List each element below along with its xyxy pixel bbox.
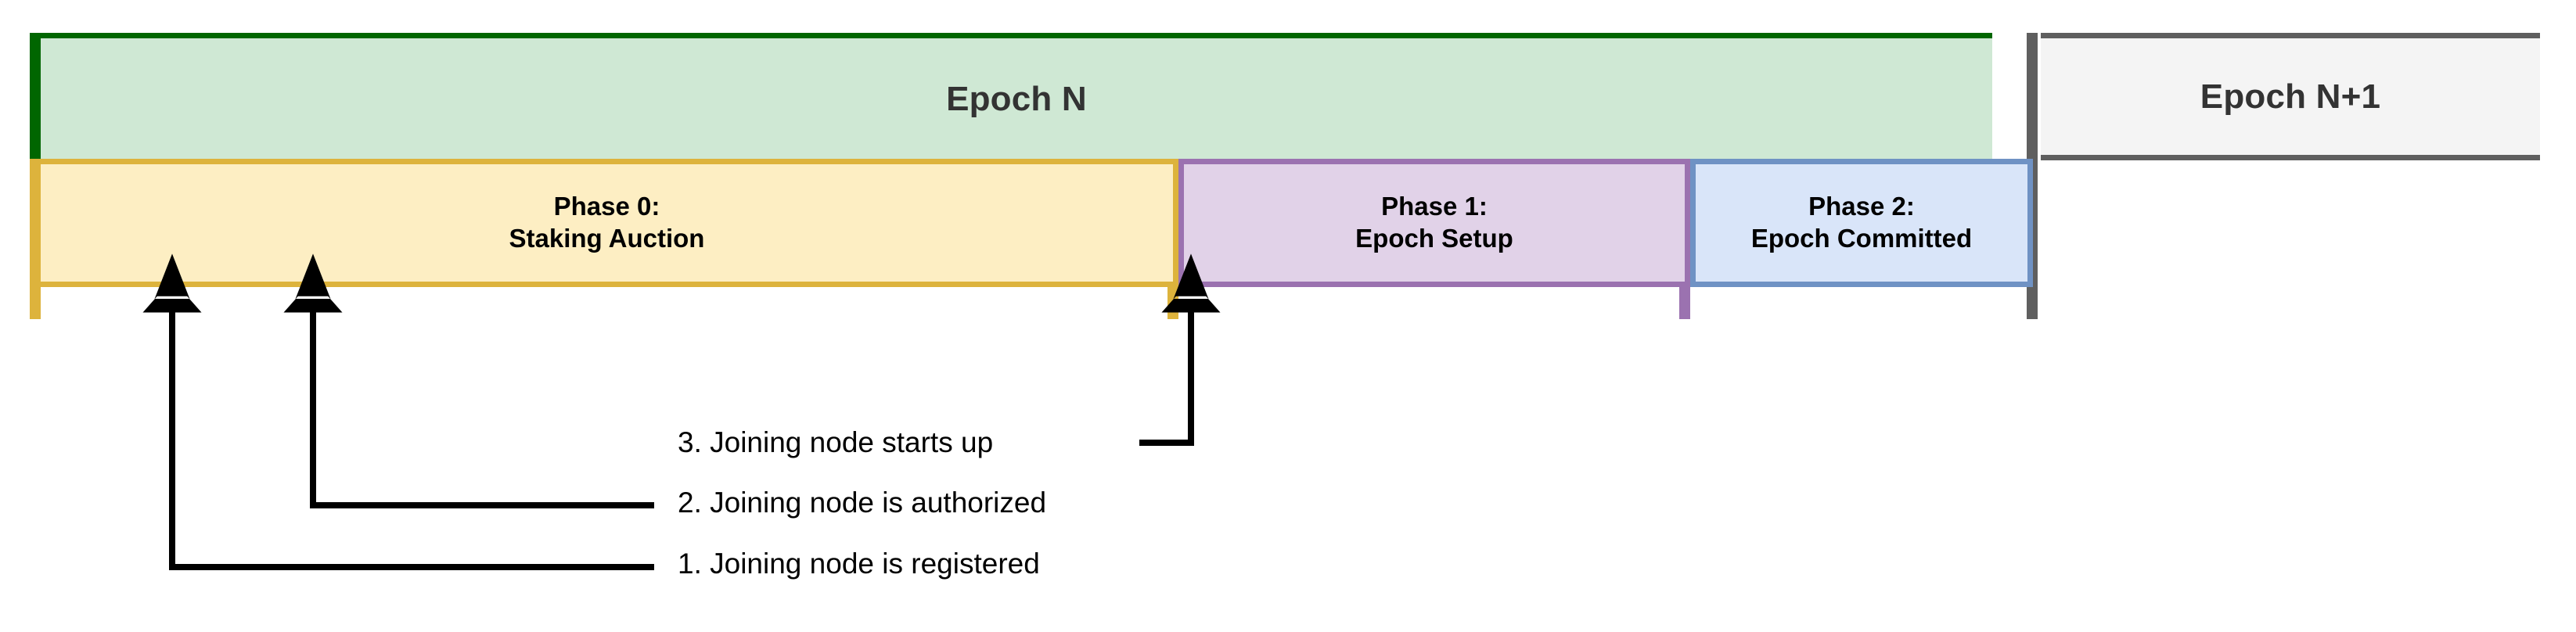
callout-3-connector bbox=[1139, 253, 1221, 446]
callout-2-label: 2. Joining node is authorized bbox=[678, 487, 1047, 519]
epoch-n-plus-1-label: Epoch N+1 bbox=[2200, 77, 2381, 116]
phase-0-title: Phase 0: bbox=[553, 192, 660, 221]
phase-1-title: Phase 1: bbox=[1381, 192, 1488, 221]
phase-2-box: Phase 2: Epoch Committed bbox=[1690, 159, 2033, 287]
phase-1-subtitle: Epoch Setup bbox=[1355, 224, 1513, 253]
epoch-n-plus-1-box: Epoch N+1 bbox=[2041, 33, 2540, 160]
callout-1-connector bbox=[142, 253, 654, 570]
epoch-n-box: Epoch N bbox=[30, 33, 1992, 160]
phase-1-box: Phase 1: Epoch Setup bbox=[1178, 159, 1690, 287]
phase-0-subtitle: Staking Auction bbox=[509, 224, 705, 253]
phase-0-box: Phase 0: Staking Auction bbox=[30, 159, 1178, 287]
phase-2-title: Phase 2: bbox=[1808, 192, 1915, 221]
callout-1-label: 1. Joining node is registered bbox=[678, 548, 1040, 580]
callout-2-connector bbox=[283, 253, 654, 508]
epoch-n-label: Epoch N bbox=[946, 80, 1087, 118]
callout-3-label: 3. Joining node starts up bbox=[678, 426, 994, 458]
phase-2-subtitle: Epoch Committed bbox=[1750, 224, 1973, 253]
